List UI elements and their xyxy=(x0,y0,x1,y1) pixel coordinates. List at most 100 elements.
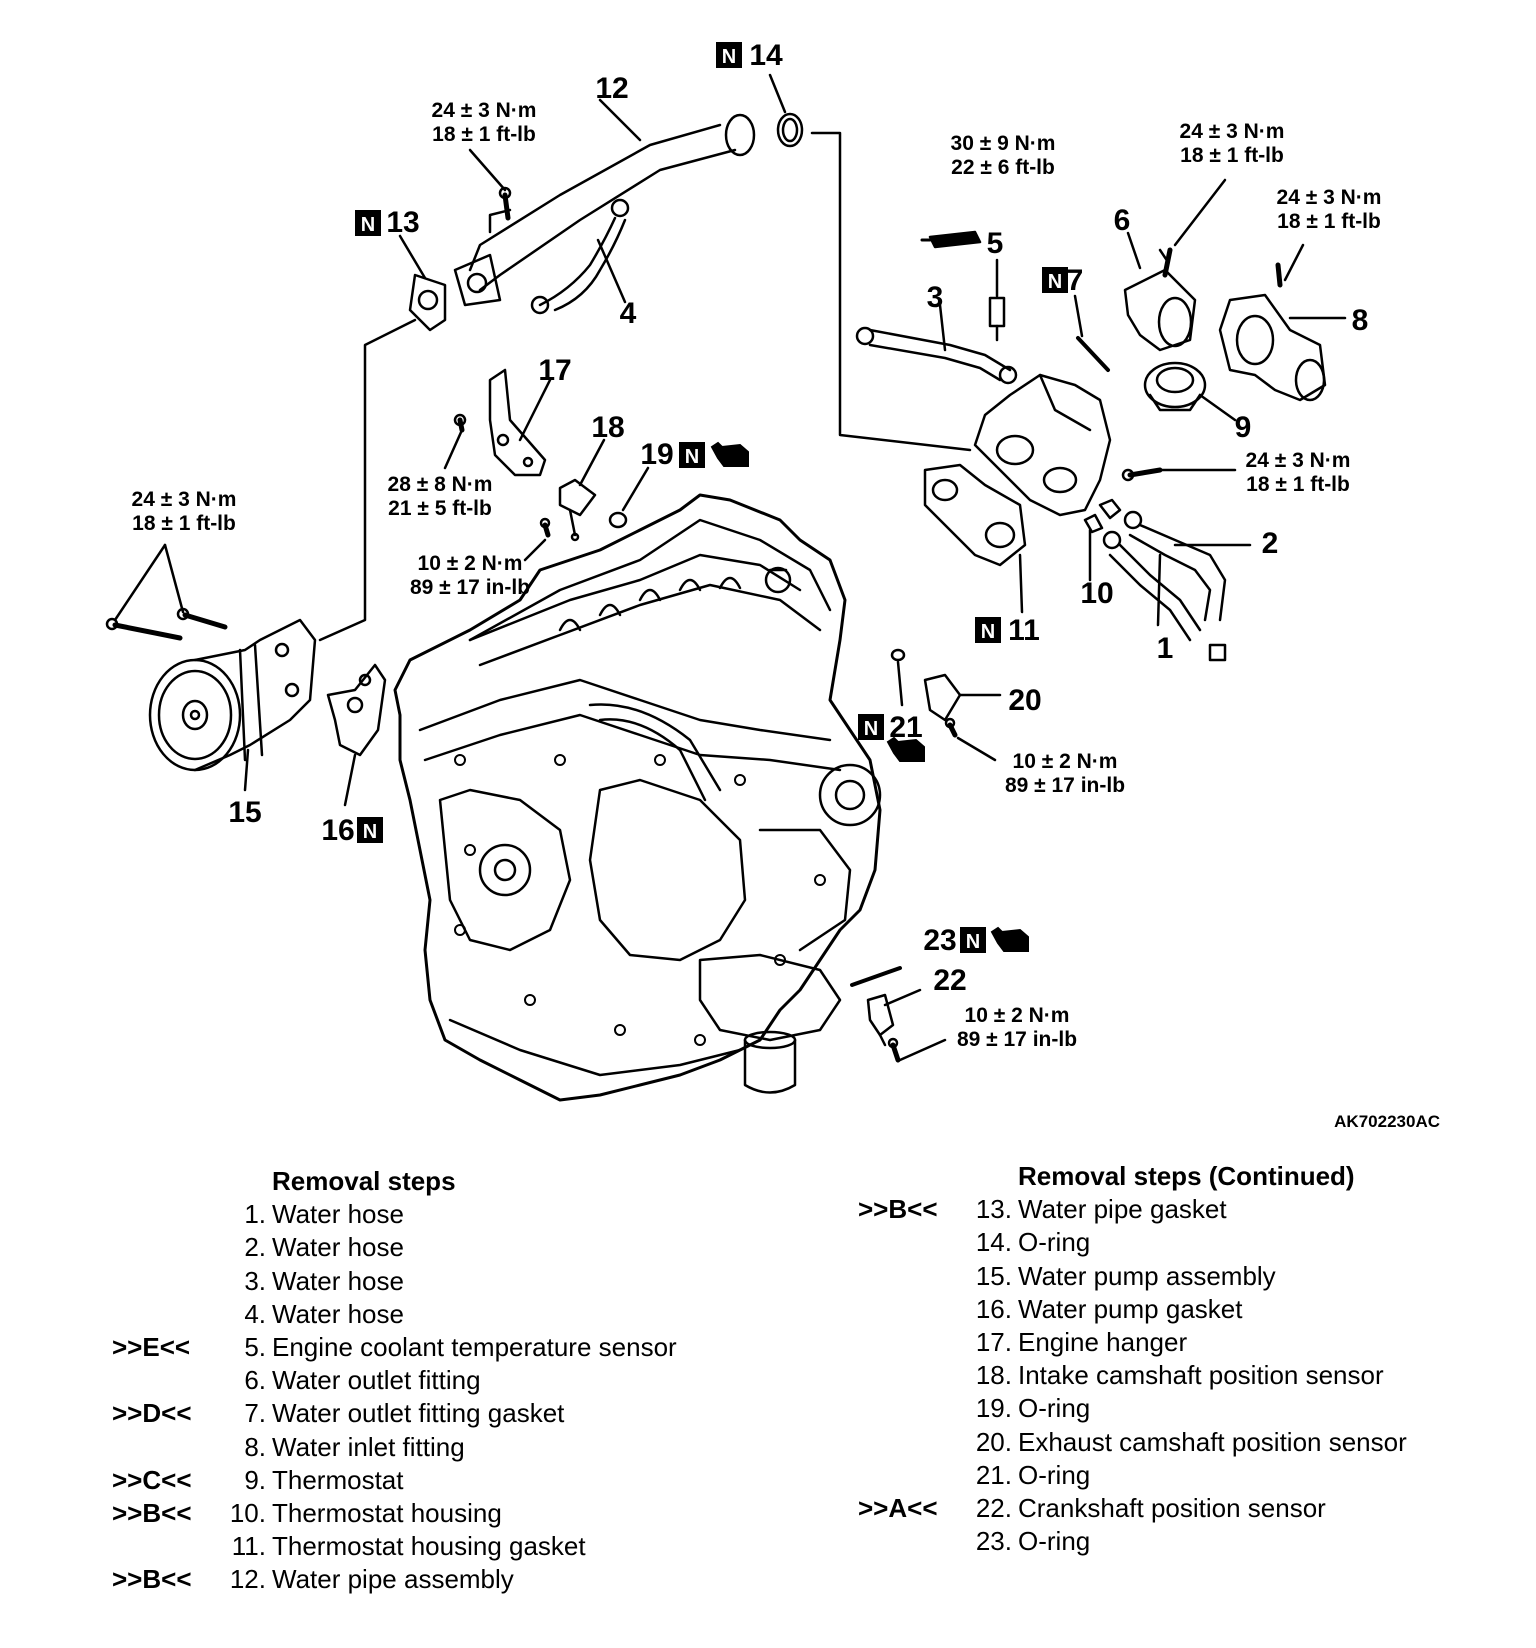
step-part-name: Water hose xyxy=(272,1298,404,1329)
step-part-name: Water hose xyxy=(272,1265,404,1296)
step-number: 7. xyxy=(244,1398,266,1429)
step-number: 12. xyxy=(229,1564,266,1595)
callout-12: 12 xyxy=(595,72,628,105)
water-pump-gasket xyxy=(326,663,387,757)
water-outlet-fitting xyxy=(1123,247,1197,352)
n-mark-7: N xyxy=(1048,271,1062,293)
torque-crank-sensor-imperial: 89 ± 17 in-lb xyxy=(957,1028,1077,1051)
step-service-mark xyxy=(858,1525,968,1558)
torque-water-pump-metric: 24 ± 3 N·m xyxy=(132,488,237,511)
step-number: 5. xyxy=(244,1332,266,1363)
step-number: 13. xyxy=(975,1194,1012,1225)
step-row: >>B<<13.Water pipe gasket xyxy=(858,1193,1407,1226)
callout-1: 1 xyxy=(1157,632,1174,665)
exploded-engine-diagram: N N N N N N N N 1 2 3 4 5 7 6 8 9 10 11 … xyxy=(105,39,1440,1130)
n-mark-11: N xyxy=(981,621,995,643)
callout-21: 21 xyxy=(889,711,922,744)
o-ring-19 xyxy=(608,511,628,529)
step-part-name: Intake camshaft position sensor xyxy=(1018,1360,1384,1391)
step-service-mark: >>B<< xyxy=(112,1498,192,1529)
callout-17: 17 xyxy=(538,354,571,387)
water-pipe-assembly xyxy=(453,113,756,307)
step-number: 11. xyxy=(231,1531,266,1562)
callout-19: 19 xyxy=(640,438,673,471)
step-row: 15.Water pump assembly xyxy=(858,1260,1407,1293)
step-row: 2.Water hose xyxy=(112,1231,677,1264)
o-ring-14 xyxy=(776,112,804,148)
step-number: 16. xyxy=(975,1293,1012,1324)
water-hose-2 xyxy=(1123,510,1227,622)
step-service-mark: >>B<< xyxy=(112,1564,192,1595)
o-ring-21 xyxy=(890,648,906,662)
callout-2: 2 xyxy=(1262,527,1279,560)
step-number: 17. xyxy=(975,1327,1012,1358)
torque-exhaust-cam-imperial: 89 ± 17 in-lb xyxy=(1005,774,1125,797)
step-row: 1.Water hose xyxy=(112,1198,677,1231)
water-pipe-gasket xyxy=(408,273,447,332)
engine-hanger xyxy=(488,368,547,477)
step-row: >>D<<7.Water outlet fitting gasket xyxy=(112,1397,677,1430)
step-number: 22. xyxy=(975,1493,1012,1524)
step-part-name: Water pump gasket xyxy=(1018,1293,1243,1324)
torque-ect-imperial: 22 ± 6 ft-lb xyxy=(951,156,1055,179)
step-number: 9. xyxy=(244,1464,266,1495)
step-number: 6. xyxy=(244,1365,266,1396)
step-row: 17.Engine hanger xyxy=(858,1326,1407,1359)
callout-23: 23 xyxy=(923,924,956,957)
step-service-mark: >>D<< xyxy=(112,1398,192,1429)
torque-intake-cam-imperial: 89 ± 17 in-lb xyxy=(410,576,530,599)
step-service-mark xyxy=(858,1226,968,1259)
torque-thermostat-housing-imperial: 18 ± 1 ft-lb xyxy=(1246,473,1350,496)
step-service-mark xyxy=(858,1392,968,1425)
sealant-tube-icon xyxy=(920,230,982,249)
removal-steps-continued-heading: Removal steps (Continued) xyxy=(1018,1161,1355,1191)
n-mark-16: N xyxy=(363,821,377,843)
step-service-mark: >>A<< xyxy=(858,1493,938,1524)
torque-exhaust-cam-metric: 10 ± 2 N·m xyxy=(1013,750,1118,773)
n-mark-14: N xyxy=(722,46,736,68)
engine-coolant-temperature-sensor xyxy=(988,258,1006,342)
callout-11: 11 xyxy=(1008,614,1040,647)
removal-steps-continued-list: Removal steps (Continued) >>B<<13.Water … xyxy=(858,1160,1407,1558)
step-part-name: Thermostat housing xyxy=(272,1498,502,1529)
water-hose-4 xyxy=(530,198,630,315)
callout-8: 8 xyxy=(1352,304,1369,337)
n-mark-21: N xyxy=(864,718,878,740)
step-row: 19.O-ring xyxy=(858,1392,1407,1425)
step-number: 15. xyxy=(975,1260,1012,1291)
step-row: 14.O-ring xyxy=(858,1226,1407,1259)
step-row: 3.Water hose xyxy=(112,1265,677,1298)
water-pump-bolts xyxy=(105,607,228,641)
thermostat-housing xyxy=(973,373,1122,534)
step-service-mark xyxy=(112,1231,222,1264)
step-number: 10. xyxy=(229,1498,266,1529)
exhaust-camshaft-position-sensor xyxy=(923,673,962,738)
torque-engine-hanger-imperial: 21 ± 5 ft-lb xyxy=(388,497,492,520)
torque-water-outlet-imperial: 18 ± 1 ft-lb xyxy=(1180,144,1284,167)
crankshaft-position-sensor xyxy=(866,993,901,1063)
step-part-name: O-ring xyxy=(1018,1227,1091,1258)
step-part-name: O-ring xyxy=(1018,1393,1091,1424)
torque-crank-sensor-metric: 10 ± 2 N·m xyxy=(965,1004,1070,1027)
callout-3: 3 xyxy=(927,281,944,314)
step-number: 1. xyxy=(244,1199,266,1230)
water-inlet-fitting xyxy=(1218,262,1327,402)
step-row: 6.Water outlet fitting xyxy=(112,1364,677,1397)
step-service-mark xyxy=(112,1298,222,1331)
step-number: 14. xyxy=(975,1227,1012,1258)
callout-6: 6 xyxy=(1114,204,1131,237)
step-service-mark xyxy=(112,1530,222,1563)
torque-intake-cam-metric: 10 ± 2 N·m xyxy=(418,552,523,575)
engine-block xyxy=(393,493,882,1102)
step-service-mark xyxy=(858,1426,968,1459)
torque-water-outlet-metric: 24 ± 3 N·m xyxy=(1180,120,1285,143)
step-part-name: Crankshaft position sensor xyxy=(1018,1493,1326,1524)
step-number: 19. xyxy=(975,1393,1012,1424)
step-service-mark xyxy=(112,1198,222,1231)
thermostat xyxy=(1143,361,1207,412)
callout-9: 9 xyxy=(1235,411,1252,444)
water-outlet-fitting-gasket xyxy=(1076,336,1110,372)
step-part-name: Water inlet fitting xyxy=(272,1431,465,1462)
removal-steps-heading: Removal steps xyxy=(272,1166,456,1196)
